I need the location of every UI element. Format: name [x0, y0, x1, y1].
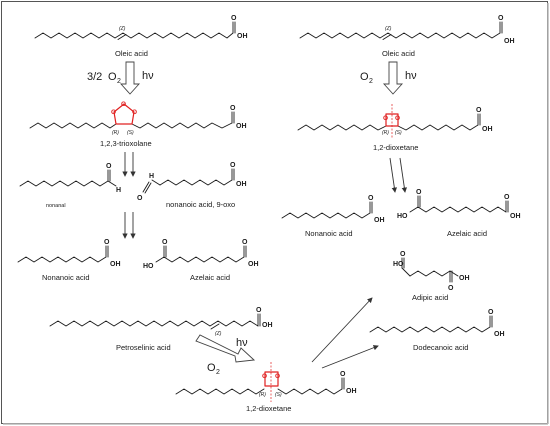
nonanoic-acid-structure-left: O OH	[17, 239, 121, 268]
svg-text:O: O	[162, 239, 168, 246]
oh-group: OH	[237, 33, 248, 40]
svg-text:O: O	[400, 251, 406, 258]
svg-text:hν: hν	[405, 70, 417, 82]
svg-text:HO: HO	[397, 213, 408, 220]
adipic-acid-label: Adipic acid	[412, 293, 448, 302]
dioxetane-label-bottom: 1,2-dioxetane	[246, 404, 291, 413]
svg-text:O: O	[368, 195, 374, 202]
svg-text:OH: OH	[110, 261, 121, 268]
nonanoic-acid-structure-right: O OH	[281, 195, 385, 224]
svg-text:OH: OH	[374, 217, 385, 224]
svg-text:H: H	[149, 173, 154, 180]
svg-text:OH: OH	[262, 322, 273, 329]
svg-text:OH: OH	[494, 331, 505, 338]
oleic-acid-label-right: Oleic acid	[382, 49, 415, 58]
trioxolane-structure: O OH O O O (R) (S)	[29, 101, 247, 136]
svg-text:2: 2	[369, 78, 373, 85]
svg-text:O: O	[498, 15, 504, 22]
svg-text:OH: OH	[459, 275, 470, 282]
svg-text:O: O	[275, 373, 280, 380]
hv-label: hν	[142, 70, 154, 82]
svg-text:O: O	[416, 189, 422, 196]
svg-text:O: O	[476, 107, 482, 114]
svg-text:2: 2	[117, 78, 121, 85]
svg-text:HO: HO	[143, 263, 154, 270]
svg-text:O: O	[230, 105, 236, 112]
azelaic-acid-structure-right: HO O O OH	[397, 189, 521, 220]
svg-text:(R): (R)	[112, 130, 119, 136]
adipic-acid-structure: HO O O OH	[393, 251, 470, 292]
svg-text:O: O	[256, 307, 262, 314]
svg-text:O: O	[340, 371, 346, 378]
svg-text:OH: OH	[504, 38, 515, 45]
svg-text:OH: OH	[346, 388, 357, 395]
nonanoic-acid-label-right: Nonanoic acid	[305, 229, 353, 238]
svg-text:O: O	[132, 109, 137, 116]
svg-text:H: H	[116, 187, 121, 194]
svg-text:O: O	[104, 239, 110, 246]
dodecanoic-acid-structure: O OH	[369, 309, 505, 338]
arrow-to-dodecanoic	[321, 345, 379, 369]
svg-text:HO: HO	[393, 261, 404, 268]
svg-text:O: O	[360, 71, 369, 83]
svg-text:O: O	[383, 115, 388, 122]
svg-text:(Z): (Z)	[215, 331, 222, 337]
azelaic-acid-structure-left: HO O O OH	[143, 239, 259, 270]
dioxetane-structure-bottom: O OH O O (R) (S)	[175, 362, 357, 402]
dioxetane-label-right: 1,2-dioxetane	[373, 143, 418, 152]
svg-text:(Z): (Z)	[385, 26, 392, 32]
svg-text:(R): (R)	[382, 130, 389, 136]
svg-text:(S): (S)	[127, 130, 134, 136]
reagent-ozone-coef: 3/2	[87, 71, 102, 83]
arrow-to-adipic	[311, 297, 373, 363]
svg-text:O: O	[448, 285, 454, 292]
azelaic-acid-label-left: Azelaic acid	[190, 273, 230, 282]
carbonyl-o-atom: O	[231, 15, 237, 22]
svg-text:(S): (S)	[275, 392, 282, 398]
svg-text:O: O	[242, 239, 248, 246]
svg-text:OH: OH	[236, 123, 247, 130]
svg-text:hν: hν	[236, 337, 248, 349]
oleic-acid-structure-left: (Z) O OH	[34, 15, 248, 40]
reaction-arrow-down	[119, 61, 141, 95]
svg-text:O: O	[111, 109, 116, 116]
azelaic-acid-label-right: Azelaic acid	[447, 229, 487, 238]
svg-text:O: O	[262, 373, 267, 380]
z-stereo-label: (Z)	[119, 26, 126, 32]
petroselinic-acid-structure: (Z) O OH	[49, 307, 273, 337]
svg-text:O: O	[106, 163, 112, 170]
reaction-arrow-diagonal	[195, 334, 256, 363]
trioxolane-label: 1,2,3-trioxolane	[100, 139, 152, 148]
dioxetane-structure-right: O OH O O (R) (S)	[297, 104, 493, 138]
oxononanoic-acid-structure: H O O OH	[137, 162, 247, 202]
svg-text:O: O	[504, 194, 510, 201]
svg-text:O: O	[488, 309, 494, 316]
oleic-acid-label-left: Oleic acid	[115, 49, 148, 58]
svg-text:O: O	[230, 162, 236, 169]
svg-text:2: 2	[216, 369, 220, 376]
nonanoic-acid-label-left: Nonanoic acid	[42, 273, 90, 282]
svg-text:OH: OH	[248, 261, 259, 268]
oxononanoic-acid-label: nonanoic acid, 9-oxo	[166, 200, 235, 209]
nonanal-structure: O H	[19, 163, 121, 194]
petroselinic-acid-label: Petroselinic acid	[116, 343, 171, 352]
oleic-acid-structure-right: (Z) O OH	[299, 15, 515, 45]
svg-text:O: O	[207, 362, 216, 374]
svg-text:OH: OH	[236, 181, 247, 188]
svg-text:O: O	[137, 195, 143, 202]
svg-text:O: O	[121, 101, 126, 108]
svg-text:O: O	[395, 115, 400, 122]
reaction-arrow-down-right	[382, 61, 404, 95]
reagent-o2: O	[108, 71, 117, 83]
dodecanoic-acid-label: Dodecanoic acid	[413, 343, 468, 352]
svg-text:OH: OH	[482, 126, 493, 133]
nonanal-label: nonanal	[46, 203, 66, 209]
svg-text:OH: OH	[510, 213, 521, 220]
svg-text:(S): (S)	[395, 130, 402, 136]
svg-text:(R): (R)	[259, 392, 266, 398]
